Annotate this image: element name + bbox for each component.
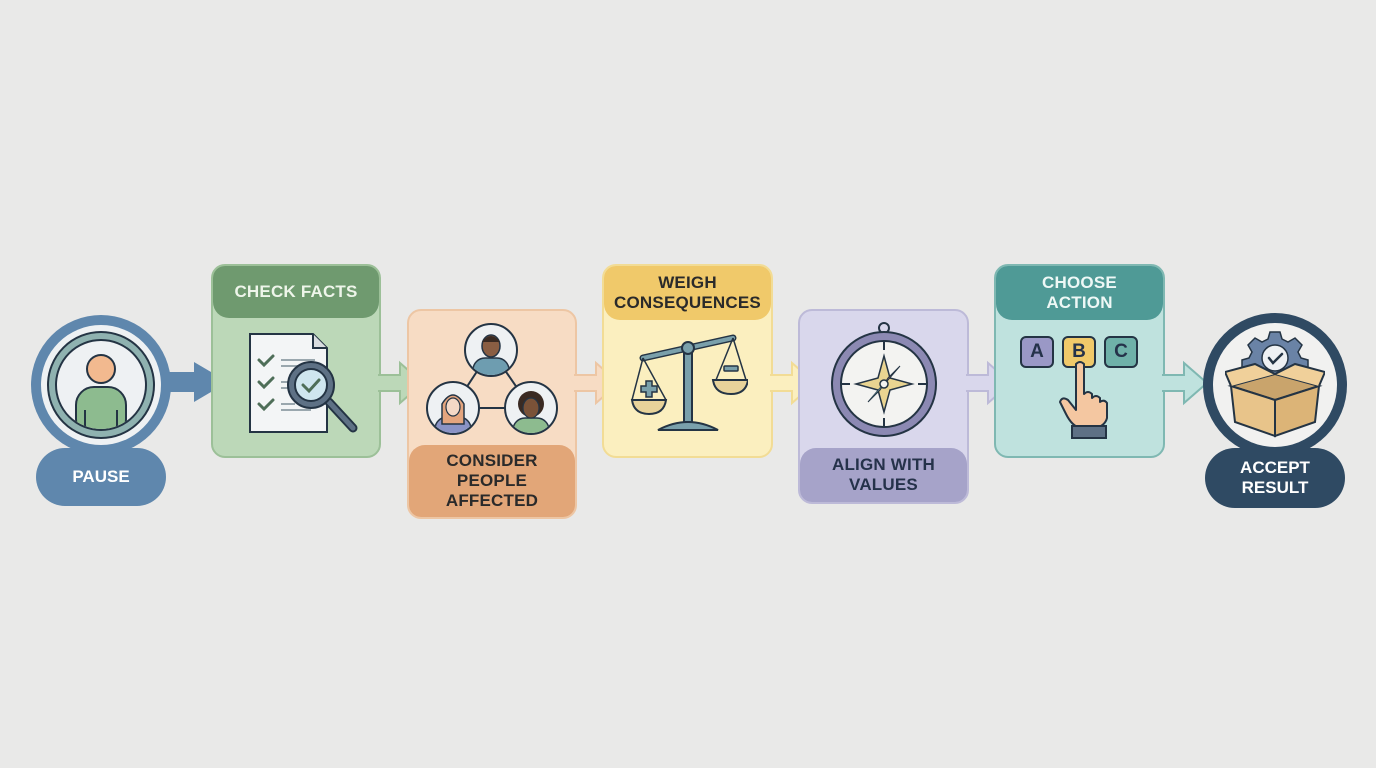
compass-icon bbox=[831, 322, 937, 437]
balance-scale-icon bbox=[630, 334, 748, 431]
step-3-header: CONSIDER PEOPLE AFFECTED bbox=[409, 445, 575, 517]
step-3-card: CONSIDER PEOPLE AFFECTED bbox=[407, 309, 577, 519]
choice-c-button: C bbox=[1104, 336, 1138, 368]
choice-a-button: A bbox=[1020, 336, 1054, 368]
person-icon bbox=[75, 354, 127, 429]
step-1-label: PAUSE bbox=[72, 467, 130, 486]
step-1-label-pill: PAUSE bbox=[36, 448, 166, 506]
step-5-header: ALIGN WITH VALUES bbox=[800, 448, 967, 502]
connected-people-icon bbox=[426, 323, 558, 435]
step-7-label-pill: ACCEPT RESULT bbox=[1205, 448, 1345, 508]
step-6-header: CHOOSE ACTION bbox=[996, 266, 1163, 320]
box-with-gear-check-icon bbox=[1225, 331, 1325, 438]
step-2-header: CHECK FACTS bbox=[213, 266, 379, 318]
pause-step-ring bbox=[31, 315, 228, 455]
pointing-hand-icon bbox=[1059, 361, 1108, 439]
checklist-magnifier-icon bbox=[249, 333, 358, 433]
step-4-header: WEIGH CONSEQUENCES bbox=[604, 266, 771, 320]
minus-sign-icon bbox=[723, 365, 739, 372]
plus-sign-icon bbox=[640, 380, 658, 398]
